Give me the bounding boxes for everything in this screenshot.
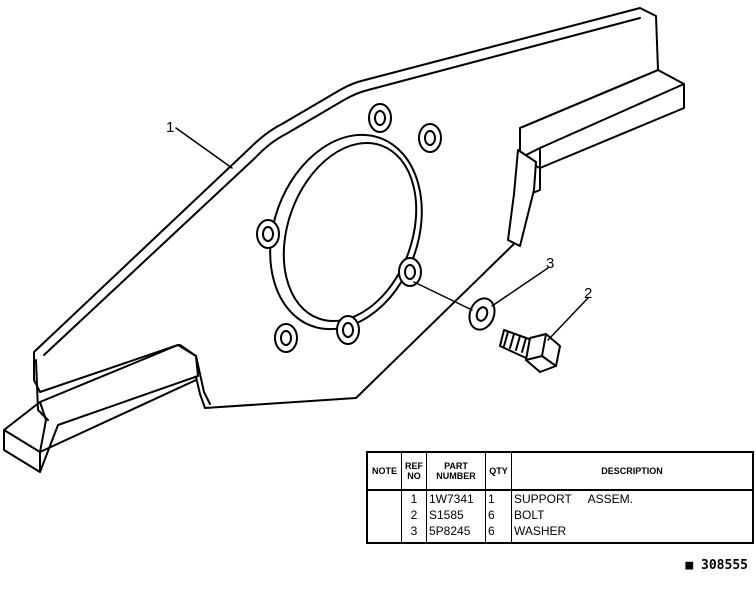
part-number-cell: 1W7341 S1585 5P8245: [426, 490, 486, 543]
qty: 1: [488, 492, 495, 506]
part-number: S1585: [429, 508, 464, 522]
table-row: 1 2 3 1W7341 S1585 5P8245 1 6 6 SUPPORT …: [366, 490, 754, 543]
leader-lines: [175, 127, 589, 341]
ref-no: 1: [410, 492, 418, 506]
header-part-line2: NUMBER: [436, 471, 476, 481]
ref-no: 3: [410, 524, 418, 538]
header-ref-line1: REF: [405, 461, 423, 471]
qty: 6: [488, 508, 495, 522]
bolt: [499, 329, 561, 373]
washer: [468, 297, 496, 331]
header-qty: QTY: [485, 451, 512, 491]
ref-cell: 1 2 3: [401, 490, 427, 543]
header-ref-line2: NO: [407, 471, 421, 481]
description-cell: SUPPORT ASSEM. BOLT WASHER: [511, 490, 754, 543]
description: SUPPORT ASSEM.: [514, 492, 633, 506]
drawing-number: 308555: [701, 558, 748, 573]
callout-2: 2: [584, 285, 592, 302]
header-note: NOTE: [366, 451, 402, 491]
callout-1: 1: [166, 119, 174, 136]
ref-no: 2: [410, 508, 418, 522]
description: BOLT: [514, 508, 545, 522]
description: WASHER: [514, 524, 567, 538]
center-bore: [269, 133, 423, 331]
part-number: 1W7341: [429, 492, 474, 506]
note-cell: [366, 490, 402, 543]
drawing-id: ■ 308555: [685, 558, 748, 573]
bolt-holes: [256, 103, 442, 353]
header-part-line1: PART: [444, 461, 468, 471]
qty-cell: 1 6 6: [485, 490, 512, 543]
qty: 6: [488, 524, 495, 538]
callout-3: 3: [546, 255, 554, 272]
part-number: 5P8245: [429, 524, 471, 538]
header-description: DESCRIPTION: [511, 451, 754, 491]
drawing-mark: ■: [685, 558, 694, 573]
